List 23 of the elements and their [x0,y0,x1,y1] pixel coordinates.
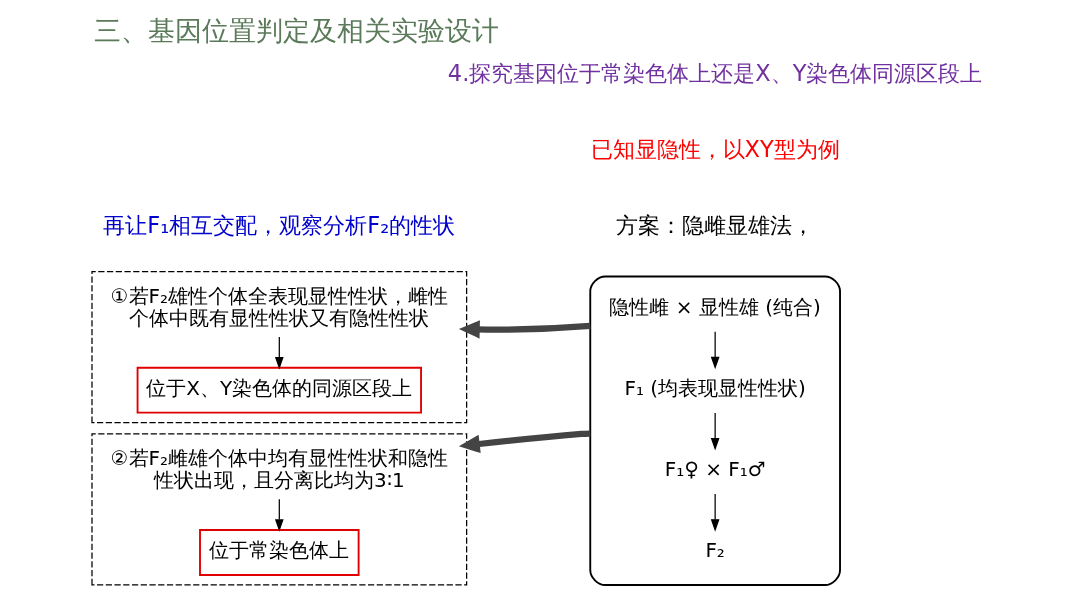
arrow [710,493,720,532]
node-box: 位于常染色体上 [199,529,360,576]
node-text: F₁ (均表现显性性状) [624,375,806,400]
node-text: ①若F₂雄性个体全表现显性性状，雌性个体中既有显性性状又有隐性性状 [110,283,449,330]
label: 再让F₁相互交配，观察分析F₂的性状 [103,212,456,239]
node-text: 隐性雌 × 显性雄 (纯合) [609,294,821,319]
arrow [710,412,720,451]
arrow [458,320,591,339]
node-box: 位于X、Y染色体的同源区段上 [136,366,422,414]
diagram-title: 三、基因位置判定及相关实验设计 [93,15,499,46]
label: 方案：隐雌显雄法， [616,212,815,239]
node-text: ②若F₂雌雄个体中均有显性性状和隐性性状出现，且分离比均为3∶1 [110,445,449,493]
arrow [274,498,284,532]
label: 4.探究基因位于常染色体上还是X、Y染色体同源区段上 [447,59,983,86]
cluster [589,275,841,586]
arrow [710,331,720,370]
arrow [458,430,591,454]
label: 已知显隐性，以XY型为例 [590,136,840,163]
node-text: F₁♀ × F₁♂ [664,457,766,482]
cluster [91,433,468,586]
node-text: F₂ [705,538,725,563]
cluster [91,270,468,424]
arrow [274,336,284,370]
